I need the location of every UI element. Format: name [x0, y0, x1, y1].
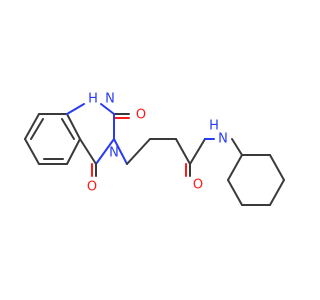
- bond-cyclohexane-2: [269, 154, 285, 181]
- bond-chain-3: [175, 138, 191, 165]
- bond-cyclohexane-3: [269, 179, 285, 206]
- bond-benzene-4: [66, 138, 81, 165]
- bond-benzene-inner-3: [61, 118, 75, 140]
- bond-benzene-inner-1: [30, 118, 44, 140]
- ring-nitrogen-top: N: [105, 92, 115, 107]
- amide-hydrogen: H: [209, 119, 219, 134]
- bond-chain-4: [189, 138, 206, 165]
- bond-benzene-3: [66, 113, 81, 140]
- nh-hydrogen: H: [88, 92, 98, 107]
- bond-chain-1: [126, 138, 151, 165]
- molecule-canvas: H N O N O O N H: [24, 91, 285, 206]
- top-oxygen: O: [136, 108, 146, 123]
- bond-c4-c4a: [79, 138, 97, 165]
- bond-cyclohexane-6: [227, 154, 243, 181]
- molecule-structure: H N O N O O N H: [24, 92, 285, 206]
- bond-benzene-6: [24, 138, 40, 165]
- amide-nitrogen: N: [218, 132, 228, 147]
- bond-benzene-1: [24, 113, 40, 140]
- bond-n1-c8a: [66, 103, 85, 115]
- bond-cyclohexane-attach: [231, 138, 243, 156]
- ring-nitrogen-middle: N: [109, 146, 119, 161]
- bond-n1-c2: [100, 103, 115, 115]
- amide-oxygen: O: [193, 178, 203, 193]
- bond-n3-c4: [95, 138, 115, 165]
- bond-cyclohexane-5: [227, 179, 243, 206]
- bond-n3-chain: [113, 138, 128, 165]
- bottom-oxygen: O: [87, 180, 97, 195]
